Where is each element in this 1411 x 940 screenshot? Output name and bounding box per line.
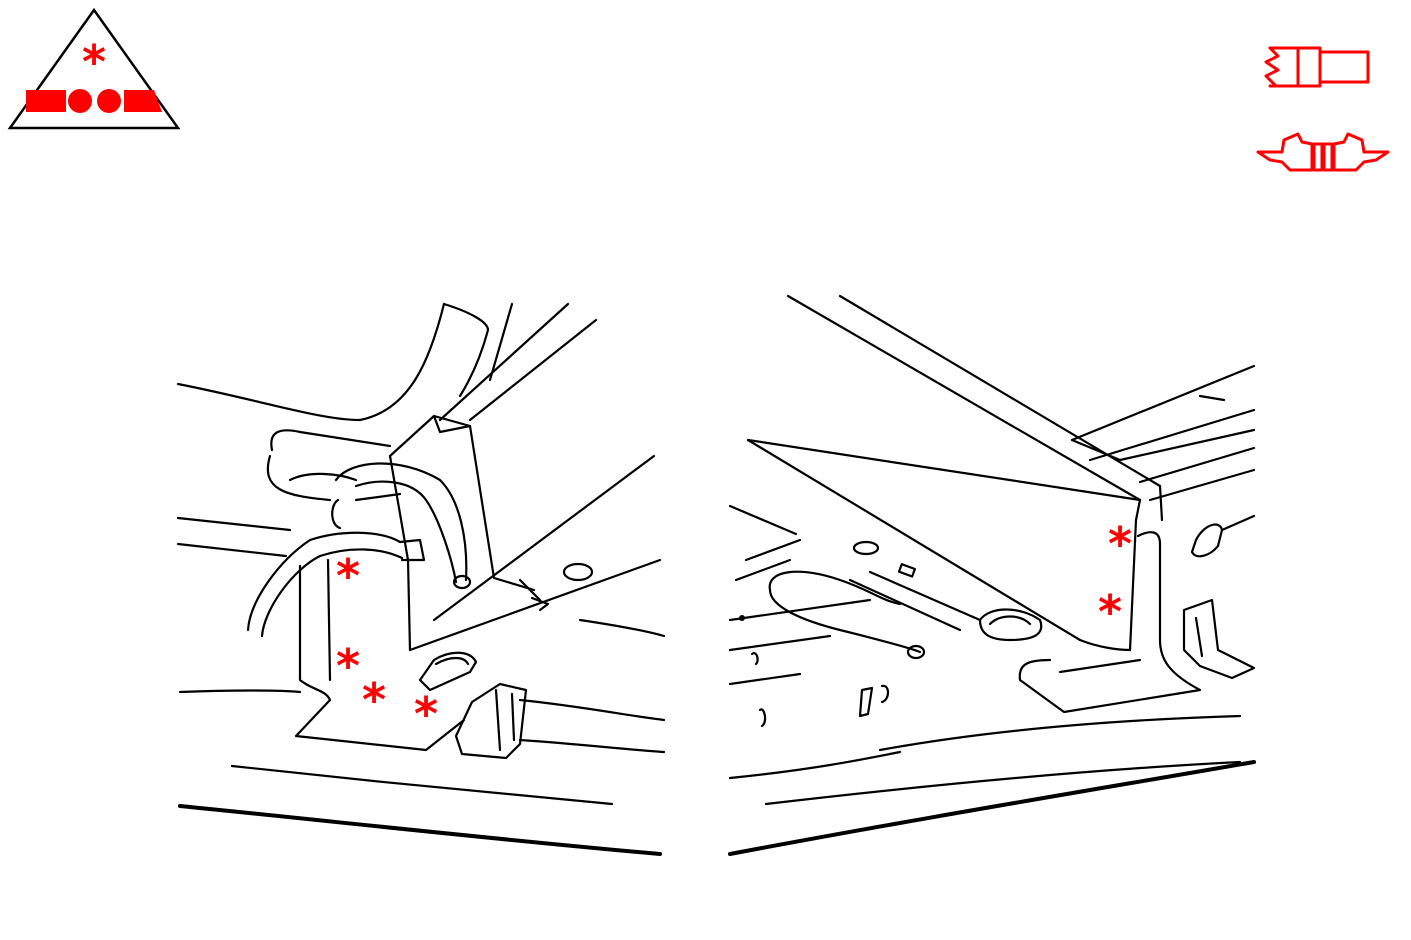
legend-weld-marker: * xyxy=(82,35,106,89)
weld-marker: * xyxy=(414,687,438,741)
left-panel xyxy=(176,302,666,856)
weld-marker: * xyxy=(1098,585,1122,639)
weld-marker: * xyxy=(336,549,360,603)
weld-marker: * xyxy=(336,639,360,693)
weld-marker: * xyxy=(1108,517,1132,571)
weld-marker: * xyxy=(362,673,386,727)
spot-weld-symbol-icon: * xyxy=(7,7,181,130)
right-panel xyxy=(728,294,1256,856)
pull-apart-hands-icon xyxy=(1256,132,1390,172)
drill-out-icon xyxy=(1264,46,1370,88)
